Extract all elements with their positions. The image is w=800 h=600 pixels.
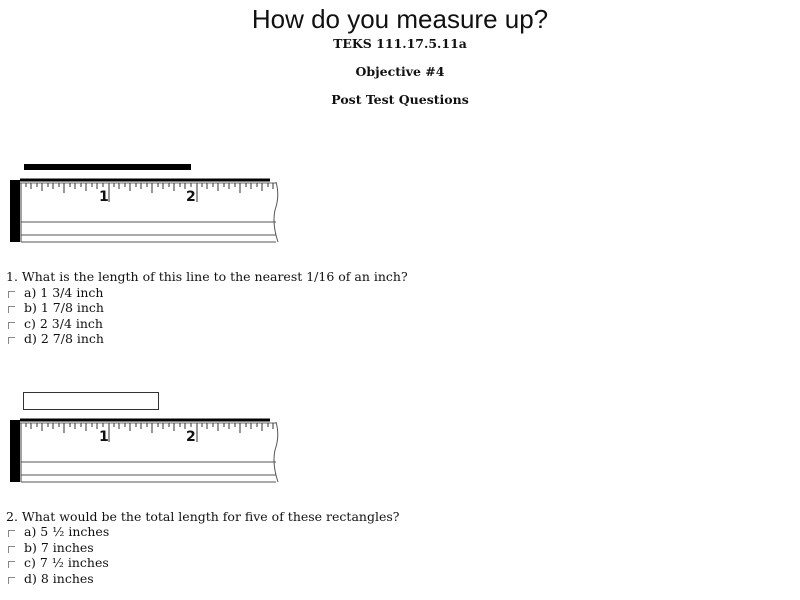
svg-text:2: 2 [186, 429, 196, 445]
teks-code: TEKS 111.17.5.11a [333, 36, 467, 51]
question-1-text: 1. What is the length of this line to th… [6, 269, 408, 284]
svg-text:1: 1 [99, 429, 109, 445]
radio-button[interactable] [8, 290, 15, 298]
q2-option-a[interactable]: a) 5 ½ inches [8, 524, 109, 539]
q1-option-a[interactable]: a) 1 3/4 inch [8, 285, 103, 300]
measured-line [24, 164, 191, 170]
radio-button[interactable] [8, 305, 15, 313]
radio-button[interactable] [8, 545, 15, 553]
ruler-image: 1 2 [10, 418, 279, 483]
q1-option-b[interactable]: b) 1 7/8 inch [8, 300, 104, 315]
ruler-image: 1 2 [10, 178, 279, 243]
objective-label: Objective #4 [355, 64, 445, 79]
radio-button[interactable] [8, 576, 15, 584]
option-label: b) 1 7/8 inch [24, 300, 104, 315]
svg-text:1: 1 [99, 189, 109, 205]
radio-button[interactable] [8, 560, 15, 568]
page-title: How do you measure up? [251, 4, 549, 34]
option-label: c) 2 3/4 inch [24, 316, 103, 331]
radio-button[interactable] [8, 336, 15, 344]
q1-option-c[interactable]: c) 2 3/4 inch [8, 316, 103, 331]
q2-option-b[interactable]: b) 7 inches [8, 540, 94, 555]
measured-rectangle [23, 392, 159, 410]
q2-option-c[interactable]: c) 7 ½ inches [8, 555, 109, 570]
section-label: Post Test Questions [331, 92, 469, 107]
q1-option-d[interactable]: d) 2 7/8 inch [8, 331, 104, 346]
option-label: d) 8 inches [24, 571, 94, 586]
radio-button[interactable] [8, 529, 15, 537]
svg-text:2: 2 [186, 189, 196, 205]
option-label: d) 2 7/8 inch [24, 331, 104, 346]
option-label: a) 1 3/4 inch [24, 285, 104, 300]
radio-button[interactable] [8, 321, 15, 329]
question-2-text: 2. What would be the total length for fi… [6, 509, 400, 524]
option-label: a) 5 ½ inches [24, 524, 110, 539]
option-label: c) 7 ½ inches [24, 555, 109, 570]
option-label: b) 7 inches [24, 540, 94, 555]
q2-option-d[interactable]: d) 8 inches [8, 571, 94, 586]
